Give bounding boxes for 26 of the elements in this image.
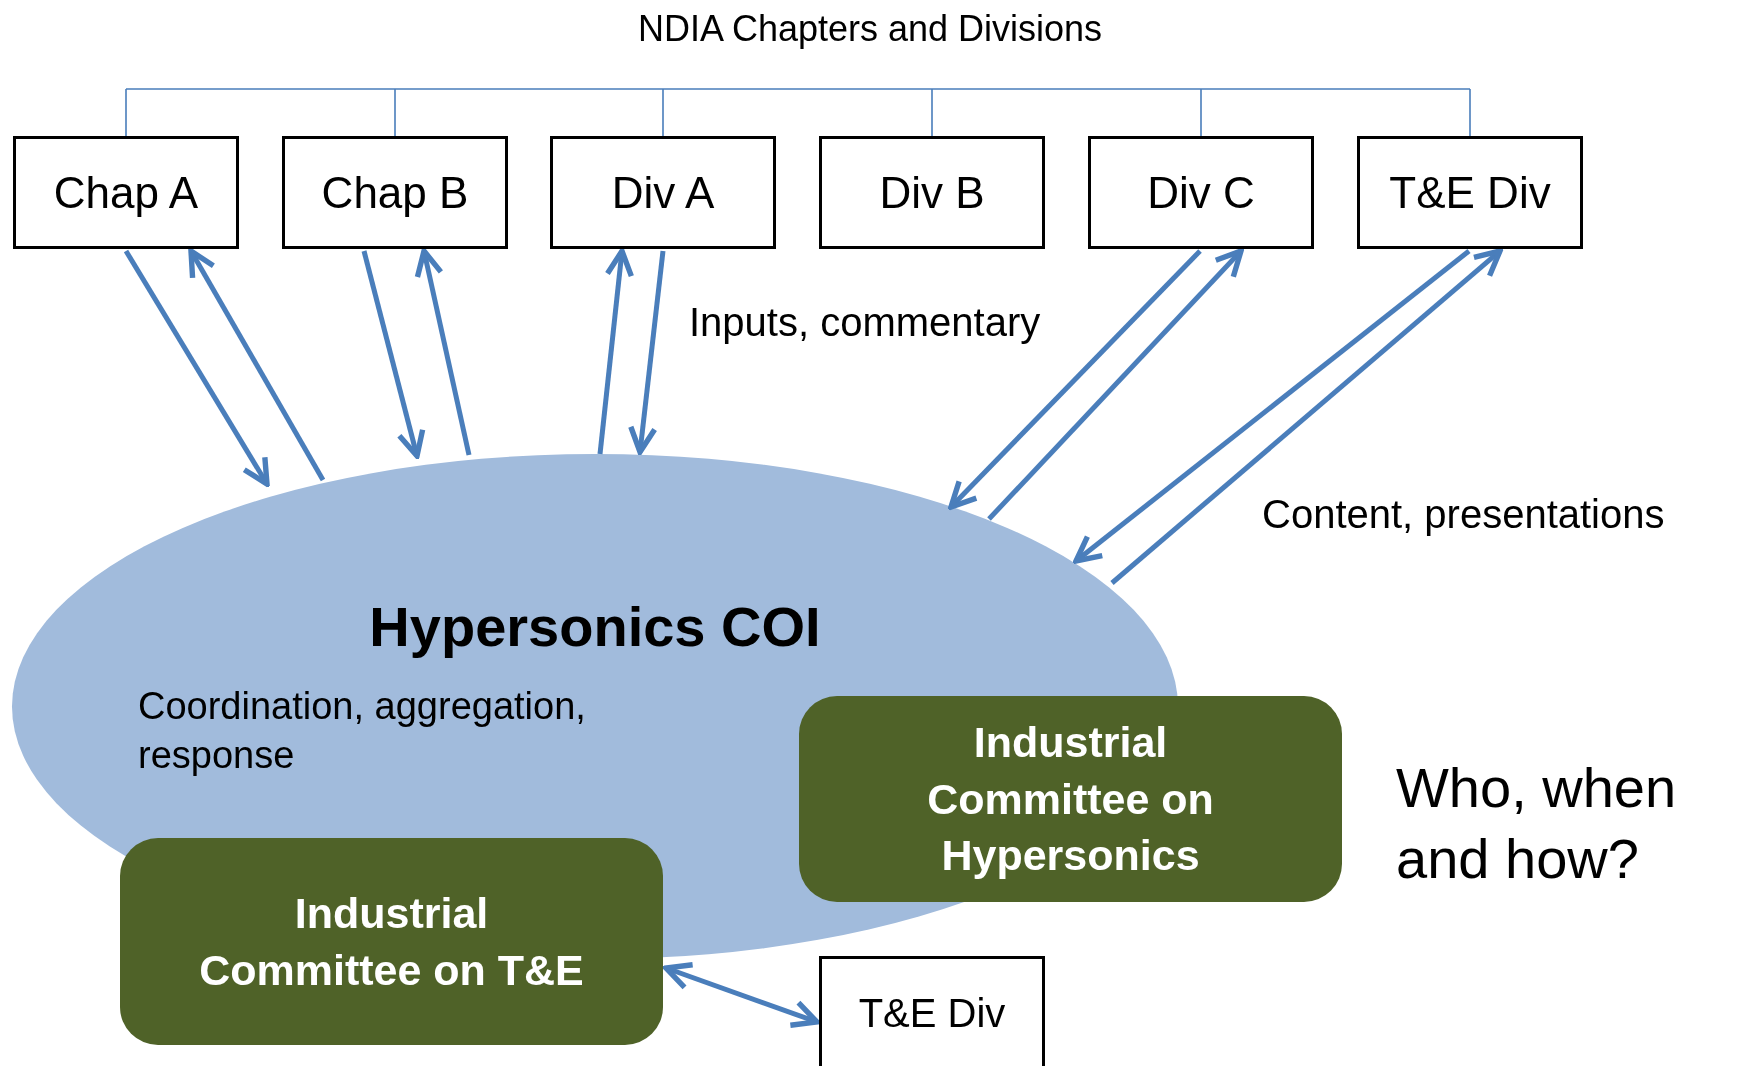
arrow xyxy=(123,249,270,487)
arrow xyxy=(628,250,666,455)
annotation-text: Inputs, commentary xyxy=(689,300,1041,345)
arrow xyxy=(597,248,635,455)
box-node: T&E Div xyxy=(819,956,1045,1066)
box-node: Chap A xyxy=(13,136,239,249)
arrow xyxy=(663,962,820,1028)
arrow xyxy=(361,250,426,459)
diagram-title: NDIA Chapters and Divisions xyxy=(636,8,1104,50)
arrow xyxy=(414,248,472,456)
arrow xyxy=(987,248,1244,521)
ellipse-heading: Hypersonics COI xyxy=(368,594,822,659)
annotation-text: Content, presentations xyxy=(1262,492,1665,537)
box-node: Div C xyxy=(1088,136,1314,249)
ellipse-body-text: Coordination, aggregation, response xyxy=(138,684,587,779)
committee-box: Industrial Committee on Hypersonics xyxy=(799,696,1342,902)
arrow xyxy=(948,249,1202,510)
arrow xyxy=(188,248,326,482)
question-text: Who, when and how? xyxy=(1396,755,1678,893)
box-node: Div B xyxy=(819,136,1045,249)
arrow xyxy=(1110,248,1503,585)
box-node: T&E Div xyxy=(1357,136,1583,249)
box-node: Div A xyxy=(550,136,776,249)
arrow xyxy=(1073,249,1471,564)
box-node: Chap B xyxy=(282,136,508,249)
committee-box: Industrial Committee on T&E xyxy=(120,838,663,1045)
